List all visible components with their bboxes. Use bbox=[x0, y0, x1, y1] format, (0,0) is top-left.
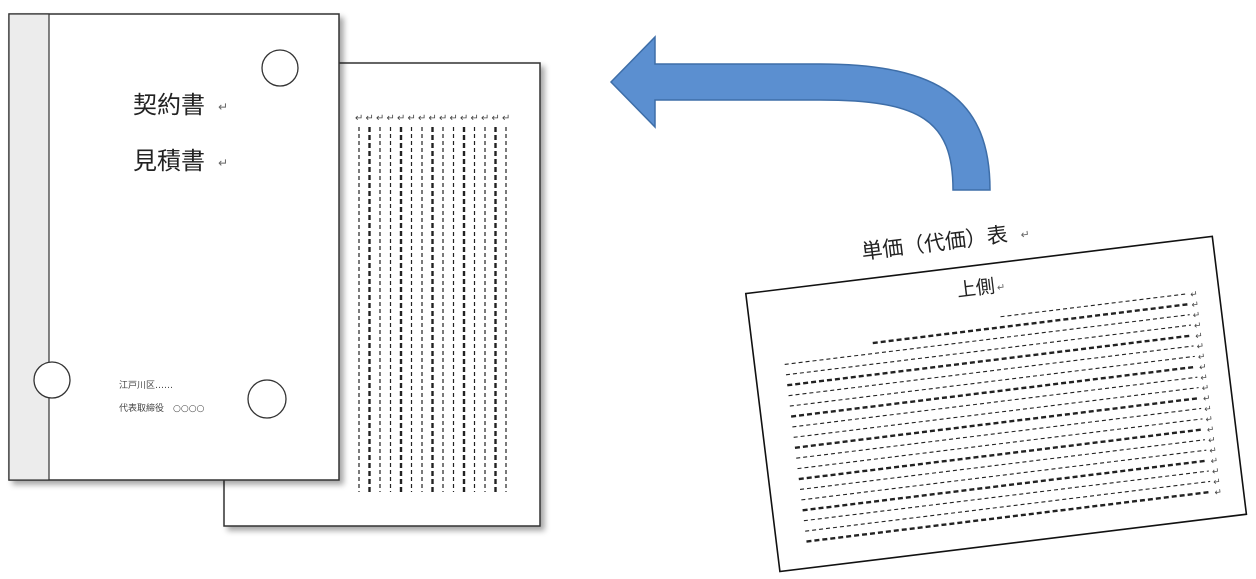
paragraph-mark: ↵ bbox=[1211, 467, 1220, 478]
text-line bbox=[872, 303, 1189, 345]
paragraph-mark: ↵ bbox=[1191, 300, 1200, 311]
paragraph-mark: ↵ bbox=[387, 113, 395, 124]
representative-line: 代表取締役 ○○○○ bbox=[119, 402, 205, 414]
paragraph-mark: ↵ bbox=[481, 113, 489, 124]
text-line bbox=[802, 459, 1208, 512]
paragraph-mark: ↵ bbox=[376, 113, 384, 124]
paragraph-mark: ↵ bbox=[1194, 321, 1203, 332]
paragraph-mark: ↵ bbox=[218, 156, 228, 170]
paragraph-mark: ↵ bbox=[1201, 383, 1210, 394]
paragraph-mark: ↵ bbox=[1206, 425, 1215, 436]
paragraph-mark: ↵ bbox=[460, 113, 468, 124]
text-line bbox=[797, 418, 1203, 470]
price-table-title: 単価（代価）表 bbox=[860, 222, 1009, 264]
text-line bbox=[789, 355, 1195, 407]
paragraph-mark: ↵ bbox=[218, 100, 228, 114]
paragraph-mark: ↵ bbox=[366, 113, 374, 124]
paragraph-mark: ↵ bbox=[418, 113, 426, 124]
seal-circle-binding bbox=[33, 361, 71, 399]
paragraph-mark: ↵ bbox=[408, 113, 416, 124]
front-document: 契約書 ↵ 見積書 ↵ 江戸川区…… 代表取締役 ○○○○ bbox=[8, 13, 340, 481]
text-line bbox=[796, 407, 1202, 459]
paragraph-mark: ↵ bbox=[1209, 446, 1218, 457]
text-line bbox=[806, 490, 1212, 543]
text-line bbox=[803, 470, 1209, 522]
binding-strip bbox=[8, 13, 50, 481]
paragraph-mark: ↵ bbox=[1200, 373, 1209, 384]
paragraph-mark: ↵ bbox=[1213, 477, 1222, 488]
paragraph-mark: ↵ bbox=[502, 113, 510, 124]
front-document-sheet bbox=[8, 13, 340, 481]
text-line bbox=[793, 387, 1199, 438]
rotation-arrow bbox=[609, 35, 991, 191]
text-line bbox=[790, 365, 1197, 418]
price-table-page: 単価（代価）表 ↵ 上側 ↵ ↵↵↵↵↵↵↵↵↵↵↵↵↵↵↵↵↵↵↵↵ bbox=[744, 222, 1248, 573]
paragraph-mark: ↵ bbox=[1199, 363, 1208, 374]
paragraph-mark: ↵ bbox=[1204, 404, 1213, 415]
seal-circle-representative bbox=[247, 379, 287, 419]
seal-circle-top bbox=[261, 49, 299, 87]
text-line bbox=[792, 376, 1198, 428]
paragraph-mark: ↵ bbox=[1195, 331, 1204, 342]
title-estimate: 見積書 bbox=[133, 147, 205, 175]
price-table-sheet bbox=[744, 235, 1248, 573]
text-line bbox=[787, 334, 1193, 387]
back-page-paragraph-marks: ↵↵↵↵↵↵↵↵↵↵↵↵↵↵↵ bbox=[355, 113, 510, 124]
text-line bbox=[794, 396, 1201, 449]
paragraph-mark: ↵ bbox=[397, 113, 405, 124]
paragraph-mark: ↵ bbox=[439, 113, 447, 124]
paragraph-mark: ↵ bbox=[1205, 415, 1214, 426]
text-line bbox=[784, 314, 1190, 365]
back-page-vertical-text-lines bbox=[358, 127, 507, 492]
paragraph-mark: ↵ bbox=[429, 113, 437, 124]
price-table-horizontal-text-lines: ↵↵↵↵↵↵↵↵↵↵↵↵↵↵↵↵↵↵↵↵ bbox=[784, 290, 1223, 543]
paragraph-mark: ↵ bbox=[1203, 394, 1212, 405]
paragraph-mark: ↵ bbox=[1214, 488, 1223, 499]
address-line: 江戸川区…… bbox=[119, 380, 173, 391]
paragraph-mark: ↵ bbox=[355, 113, 363, 124]
text-line bbox=[798, 428, 1204, 481]
paragraph-mark: ↵ bbox=[1020, 228, 1031, 242]
paragraph-mark: ↵ bbox=[1210, 456, 1219, 467]
paragraph-mark: ↵ bbox=[471, 113, 479, 124]
text-line bbox=[801, 449, 1207, 501]
paragraph-mark: ↵ bbox=[1208, 435, 1217, 446]
text-line bbox=[788, 345, 1194, 397]
paragraph-mark: ↵ bbox=[1197, 352, 1206, 363]
paragraph-mark: ↵ bbox=[1192, 310, 1201, 321]
orientation-label: 上側 bbox=[956, 275, 996, 301]
text-line bbox=[799, 439, 1206, 491]
paragraph-mark: ↵ bbox=[1196, 342, 1205, 353]
paragraph-mark: ↵ bbox=[450, 113, 458, 124]
text-line bbox=[785, 324, 1192, 376]
text-line bbox=[1000, 293, 1188, 318]
title-contract: 契約書 bbox=[133, 91, 205, 119]
paragraph-mark: ↵ bbox=[1190, 290, 1199, 301]
text-line bbox=[805, 480, 1211, 532]
paragraph-mark: ↵ bbox=[492, 113, 500, 124]
paragraph-mark: ↵ bbox=[996, 282, 1006, 294]
